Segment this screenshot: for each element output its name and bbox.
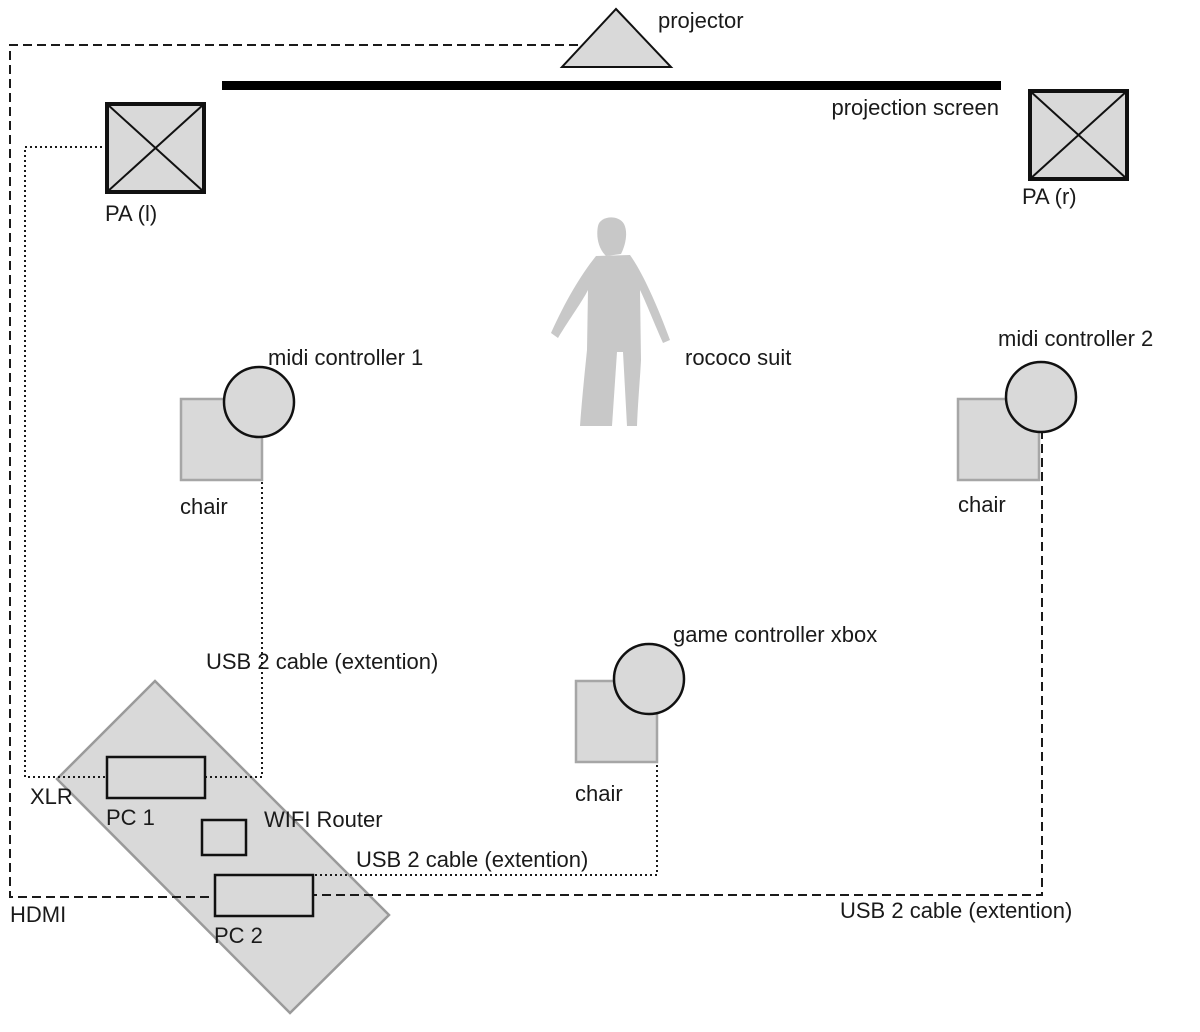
chair-3-label: chair — [575, 781, 623, 806]
midi-controller-2 — [1004, 360, 1078, 434]
game-controller-label: game controller xbox — [673, 622, 877, 647]
midi-controller-1 — [222, 365, 296, 439]
usb-cable-1-label: USB 2 cable (extention) — [206, 649, 438, 674]
usb-cable-game-controller — [313, 715, 658, 876]
rococo-suit-label: rococo suit — [685, 345, 791, 370]
pc-2 — [213, 873, 315, 918]
hdmi-cable — [9, 44, 578, 898]
wifi-router-label: WIFI Router — [264, 807, 383, 832]
wifi-router — [200, 818, 248, 857]
pc-1 — [105, 755, 207, 800]
projection-screen — [222, 81, 1001, 90]
person-silhouette-icon — [551, 217, 670, 426]
pc-1-label: PC 1 — [106, 805, 155, 830]
xlr-label: XLR — [30, 784, 73, 809]
pa-right-label: PA (r) — [1022, 184, 1077, 209]
chair-2-label: chair — [958, 492, 1006, 517]
usb-cable-midi-1 — [205, 437, 263, 778]
chair-1-label: chair — [180, 494, 228, 519]
usb-cable-3-label: USB 2 cable (extention) — [840, 898, 1072, 923]
pa-left-speaker-icon — [105, 102, 206, 194]
pc-2-label: PC 2 — [214, 923, 263, 948]
projection-screen-label: projection screen — [831, 95, 999, 120]
xlr-cable — [24, 146, 107, 778]
projector-icon — [559, 7, 674, 68]
projector-label: projector — [658, 8, 744, 33]
usb-cable-midi-2 — [313, 430, 1043, 896]
pa-right-speaker-icon — [1028, 89, 1129, 181]
midi-controller-2-label: midi controller 2 — [998, 326, 1153, 351]
usb-cable-2-label: USB 2 cable (extention) — [356, 847, 588, 872]
midi-controller-1-label: midi controller 1 — [268, 345, 423, 370]
hdmi-label: HDMI — [10, 902, 66, 927]
game-controller — [612, 642, 686, 716]
pa-left-label: PA (l) — [105, 201, 157, 226]
